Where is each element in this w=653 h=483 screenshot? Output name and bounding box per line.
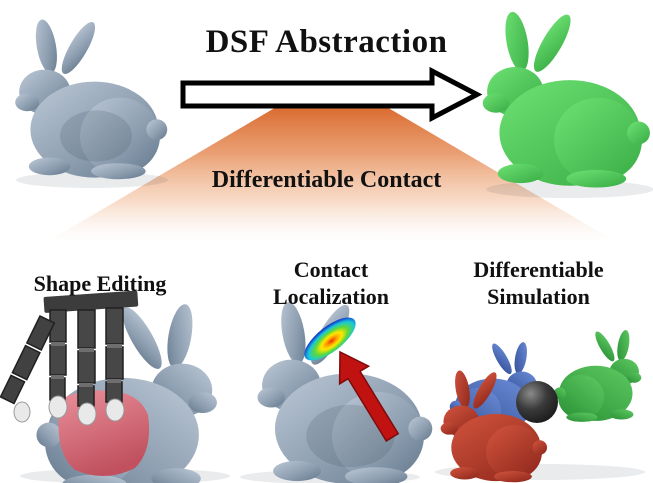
differentiable-simulation-label-line2: Simulation [487, 284, 590, 309]
contact-localization-scene [240, 300, 433, 483]
shape-editing-label: Shape Editing [5, 270, 195, 297]
robot-hand-icon [0, 290, 139, 426]
figure-title: DSF Abstraction [205, 24, 448, 60]
bunny-mesh-icon [15, 17, 168, 188]
differentiable-simulation-label-line1: Differentiable [473, 257, 604, 282]
contact-localization-label: Contact Localization [238, 256, 424, 310]
differentiable-simulation-label: Differentiable Simulation [436, 256, 641, 310]
sphere-icon [516, 381, 558, 423]
shape-editing-scene [0, 290, 230, 483]
contact-bunny-icon [257, 300, 433, 483]
differentiable-contact-label: Differentiable Contact [211, 167, 442, 193]
contact-localization-label-line2: Localization [272, 284, 390, 309]
deformed-region [58, 390, 150, 477]
shape-editing-label-line1: Shape Editing [33, 271, 167, 296]
differentiable-simulation-scene [435, 329, 645, 483]
contact-cone-icon [45, 106, 618, 243]
contact-localization-label-line1: Contact [293, 257, 369, 282]
heatmap-icon [304, 317, 356, 361]
red-arrow-icon [338, 350, 400, 442]
right-arrow-icon [180, 66, 483, 123]
sim-bunny-green-icon [553, 329, 642, 422]
